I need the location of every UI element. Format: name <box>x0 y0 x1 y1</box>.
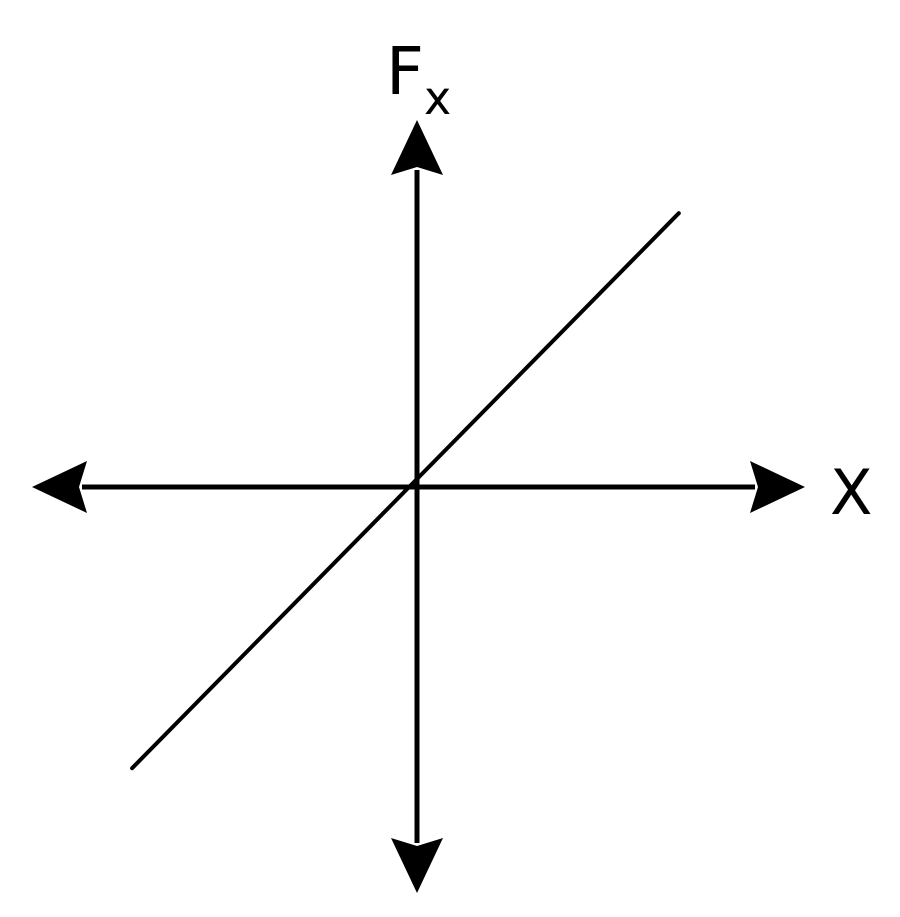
x-axis-left-arrow-icon <box>32 461 87 513</box>
y-axis-label-subscript: x <box>424 71 451 125</box>
y-axis-label: Fx <box>386 33 451 125</box>
x-axis-right-arrow-icon <box>750 461 805 513</box>
series-line-0 <box>130 211 681 771</box>
x-axis-label: X <box>830 456 872 529</box>
series-group <box>130 211 681 771</box>
y-axis-up-arrow-icon <box>391 120 443 175</box>
y-axis-down-arrow-icon <box>391 838 443 893</box>
y-axis-label-main: F <box>386 33 424 110</box>
